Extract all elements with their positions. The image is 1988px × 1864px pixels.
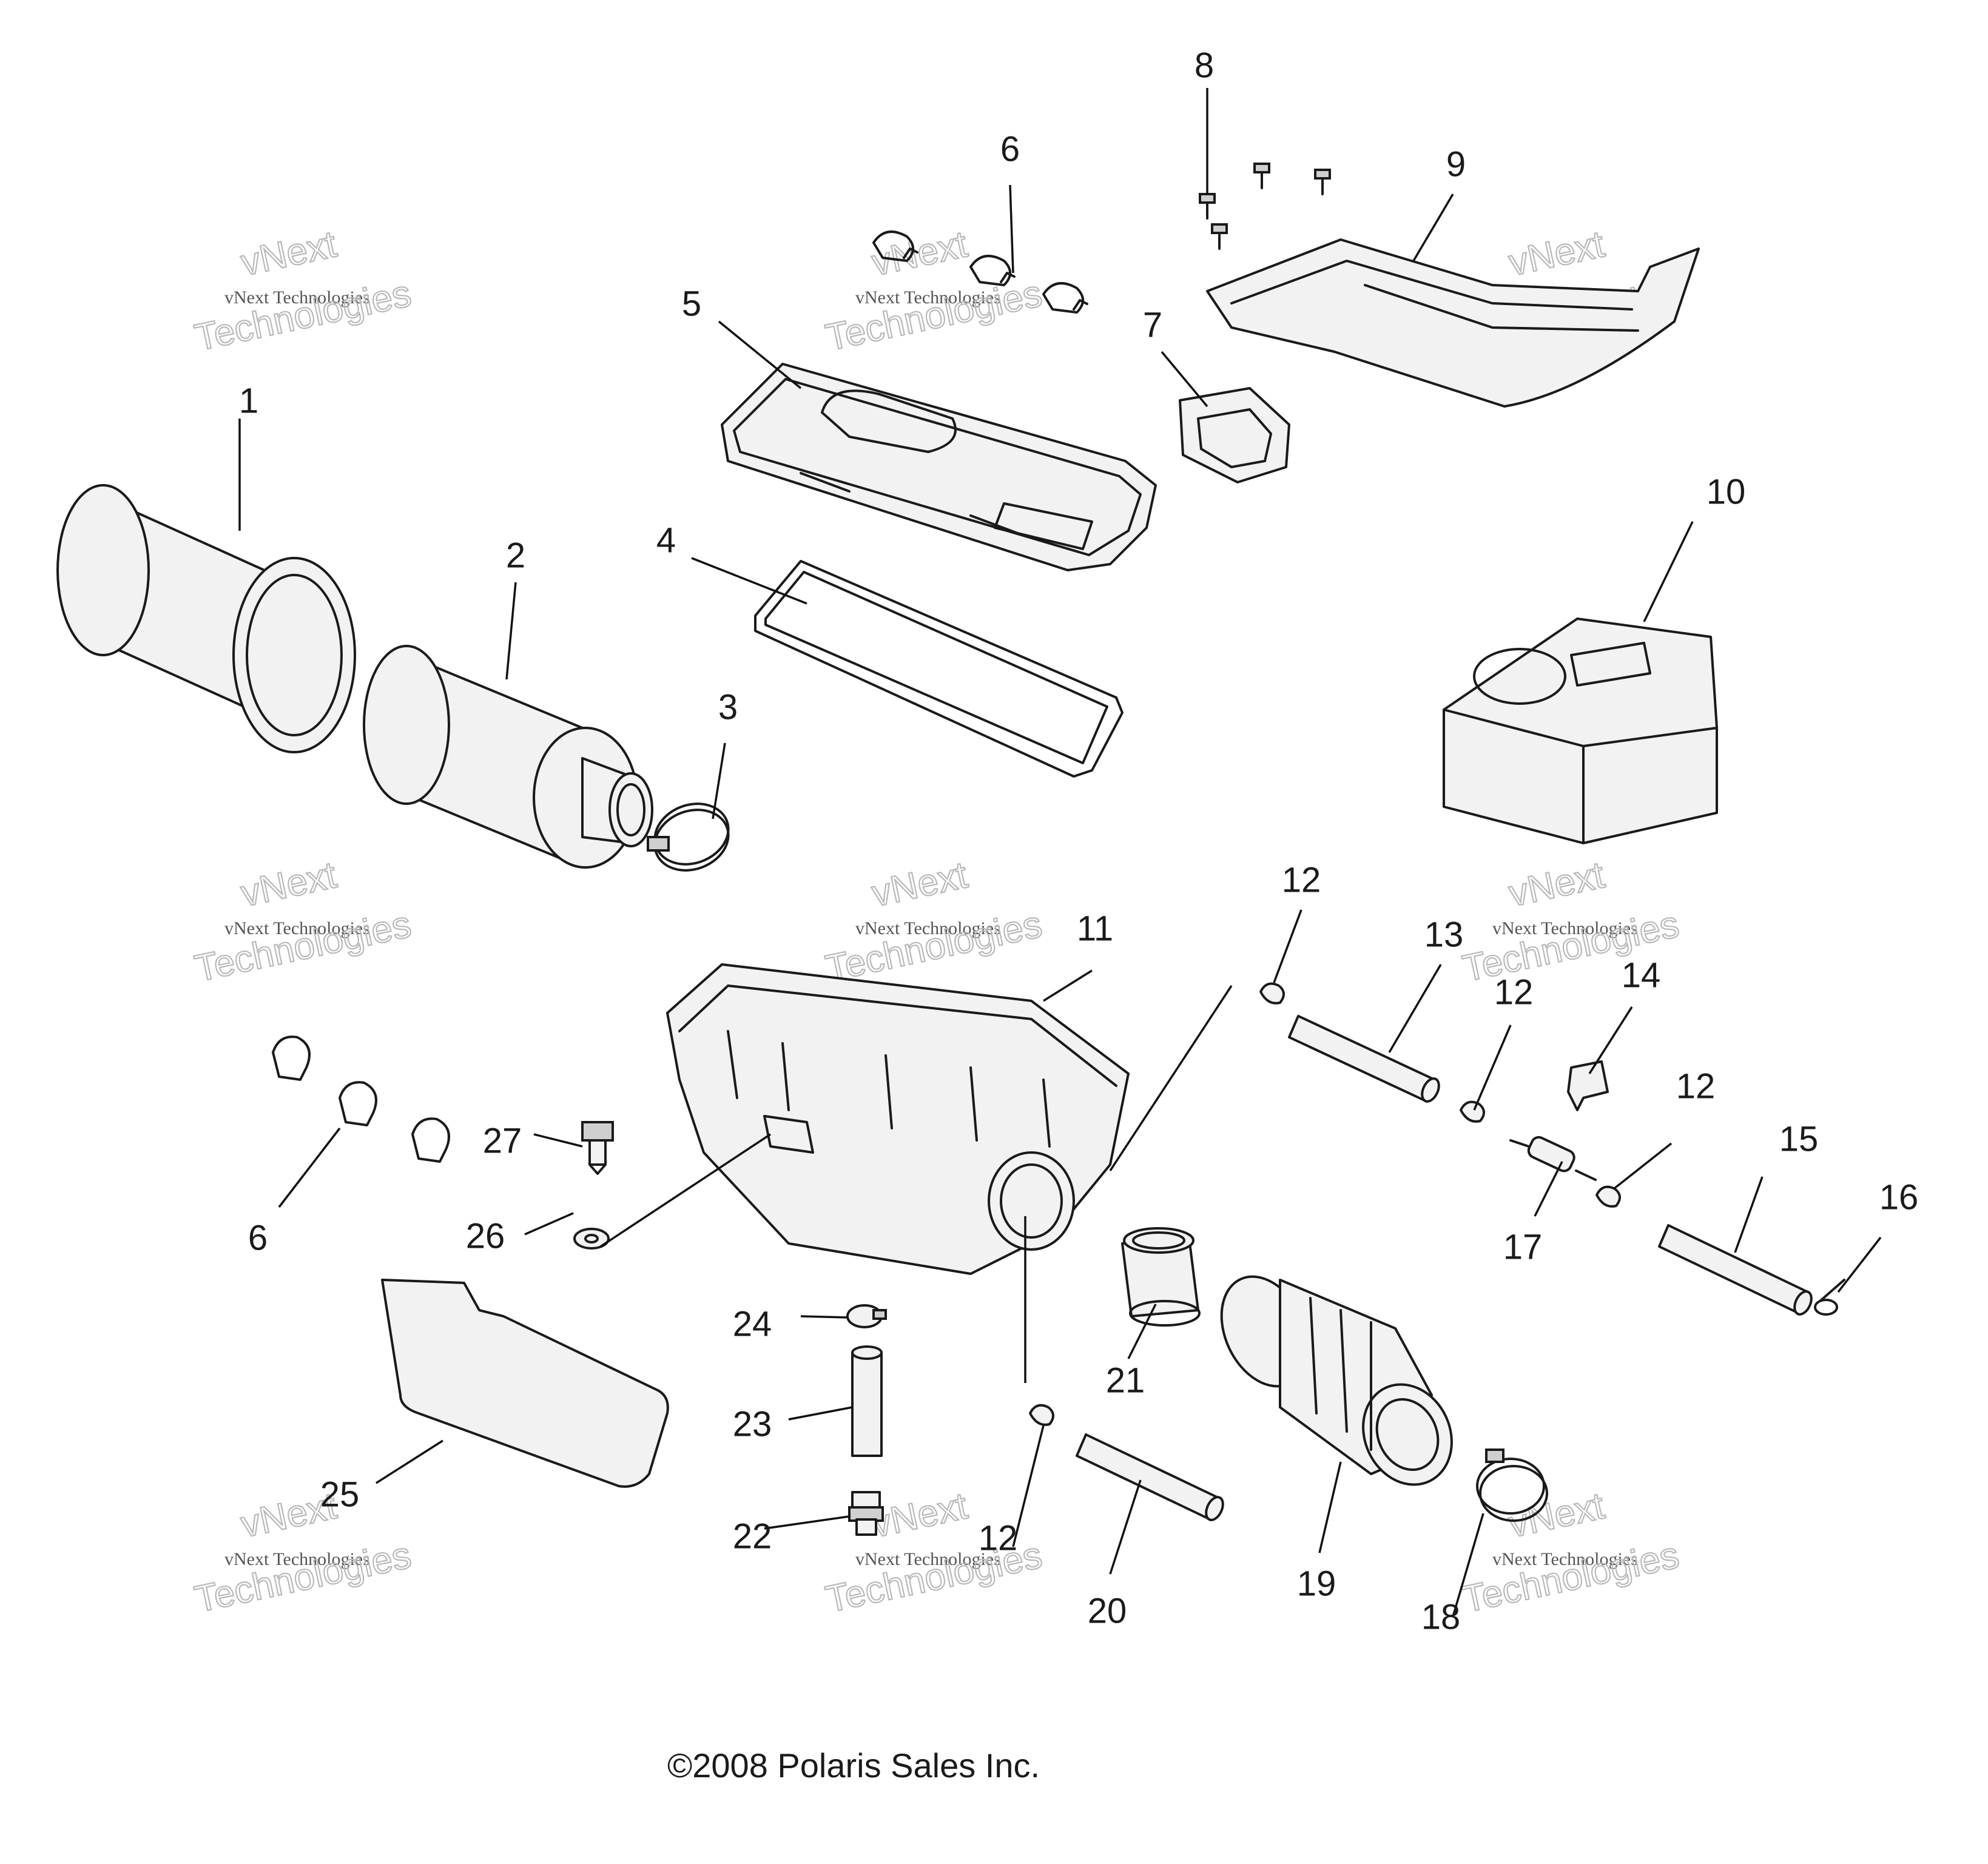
part-4-gasket (754, 560, 1124, 778)
callout-3: 3 (718, 687, 738, 727)
watermark: vNext vNext Technologies Technologies (190, 853, 416, 991)
copyright-text: ©2008 Polaris Sales Inc. (667, 1746, 1040, 1785)
callout-12-b: 12 (1494, 972, 1534, 1012)
svg-text:vNext: vNext (1505, 223, 1608, 284)
part-26-washer (573, 1228, 610, 1250)
callout-25: 25 (320, 1475, 360, 1514)
part-6-clips-left (272, 1035, 450, 1163)
part-2-air-filter (363, 645, 653, 869)
callout-17: 17 (1503, 1227, 1543, 1267)
callout-4: 4 (656, 520, 676, 560)
callout-21: 21 (1106, 1361, 1145, 1400)
watermark: vNext vNext Technologies Technologies (821, 223, 1046, 360)
callout-22: 22 (733, 1516, 772, 1556)
callout-8: 8 (1194, 45, 1214, 85)
part-18-clamp (1476, 1448, 1548, 1522)
part-20-hose (1076, 1433, 1224, 1521)
callout-11: 11 (1077, 909, 1113, 948)
callout-5: 5 (682, 284, 701, 323)
callout-10: 10 (1707, 472, 1746, 511)
callout-26: 26 (466, 1216, 505, 1256)
callout-20: 20 (1088, 1591, 1127, 1630)
callout-12-d: 12 (979, 1518, 1018, 1558)
part-11-airbox-base (666, 963, 1130, 1275)
part-10-foam-block (1443, 617, 1718, 844)
callout-2: 2 (506, 536, 525, 575)
svg-text:vNext: vNext (237, 854, 340, 915)
callout-19: 19 (1297, 1564, 1336, 1603)
part-7-seal-plate (1179, 387, 1290, 483)
part-9-intake-duct (1206, 238, 1700, 408)
callout-14: 14 (1622, 955, 1661, 995)
svg-text:Technologies: Technologies (1459, 1534, 1682, 1621)
svg-text:Technologies: Technologies (822, 272, 1045, 359)
callout-15: 15 (1779, 1119, 1819, 1159)
svg-text:vNext Technologies: vNext Technologies (1492, 1549, 1638, 1569)
part-12-clip-c (1595, 1185, 1621, 1208)
part-27-bolt (581, 1121, 614, 1175)
part-24-small-clamp (846, 1304, 887, 1328)
part-12-clip-a (1259, 982, 1285, 1004)
svg-text:vNext Technologies: vNext Technologies (1492, 918, 1638, 938)
part-12-clip-b (1460, 1100, 1485, 1123)
svg-text:vNext Technologies: vNext Technologies (224, 1549, 370, 1569)
watermark: vNext vNext Technologies Technologies (190, 1484, 416, 1621)
callout-12-a: 12 (1282, 860, 1321, 900)
svg-text:Technologies: Technologies (191, 272, 414, 359)
watermark: vNext vNext Technologies Technologies (190, 223, 416, 360)
svg-text:vNext Technologies: vNext Technologies (855, 288, 1001, 308)
part-17-valve (1509, 1136, 1597, 1181)
part-22-drain-fitting (848, 1491, 884, 1536)
svg-text:vNext Technologies: vNext Technologies (224, 918, 370, 938)
part-8-screws (1199, 163, 1331, 250)
svg-text:vNext: vNext (1505, 1485, 1608, 1546)
callout-23: 23 (733, 1404, 772, 1444)
callout-9: 9 (1446, 144, 1466, 184)
callout-1: 1 (239, 381, 258, 420)
part-23-drain-tube (851, 1345, 883, 1457)
part-6-clips-top (872, 230, 1088, 314)
svg-text:vNext: vNext (237, 223, 340, 284)
callout-7: 7 (1143, 305, 1162, 345)
part-12-clip-d (1029, 1404, 1054, 1426)
svg-text:vNext Technologies: vNext Technologies (224, 288, 370, 308)
callout-16: 16 (1879, 1177, 1919, 1217)
callout-numbers: 1 2 3 4 5 6 6 7 8 9 10 11 12 12 12 12 13… (239, 45, 1918, 1637)
part-15-hose (1658, 1224, 1813, 1316)
part-25-panel (381, 1279, 669, 1488)
callout-12-c: 12 (1676, 1066, 1716, 1106)
svg-text:vNext Technologies: vNext Technologies (855, 1549, 1001, 1569)
part-13-hose (1288, 1015, 1440, 1103)
callout-13: 13 (1424, 915, 1464, 954)
callout-6-left: 6 (248, 1218, 268, 1257)
part-21-ring (1121, 1227, 1201, 1327)
svg-text:vNext: vNext (868, 854, 971, 915)
svg-text:vNext Technologies: vNext Technologies (855, 918, 1001, 938)
callout-18: 18 (1421, 1597, 1461, 1637)
leader-lines (238, 88, 1882, 1617)
svg-text:Technologies: Technologies (191, 903, 414, 990)
part-5-airbox-cover (721, 363, 1157, 571)
part-1-prefilter (56, 484, 356, 753)
callout-24: 24 (733, 1304, 772, 1344)
callout-27: 27 (483, 1121, 522, 1160)
part-16-spring-clip (1814, 1279, 1845, 1316)
callout-6-top: 6 (1000, 129, 1020, 169)
part-19-intake-boot (1220, 1275, 1453, 1486)
svg-text:Technologies: Technologies (822, 903, 1045, 990)
svg-text:Technologies: Technologies (191, 1534, 414, 1621)
part-14-bracket (1567, 1060, 1609, 1111)
part-3-clamp (647, 802, 730, 872)
svg-text:vNext: vNext (1505, 854, 1608, 915)
watermark: vNext vNext Technologies Technologies (821, 853, 1046, 991)
